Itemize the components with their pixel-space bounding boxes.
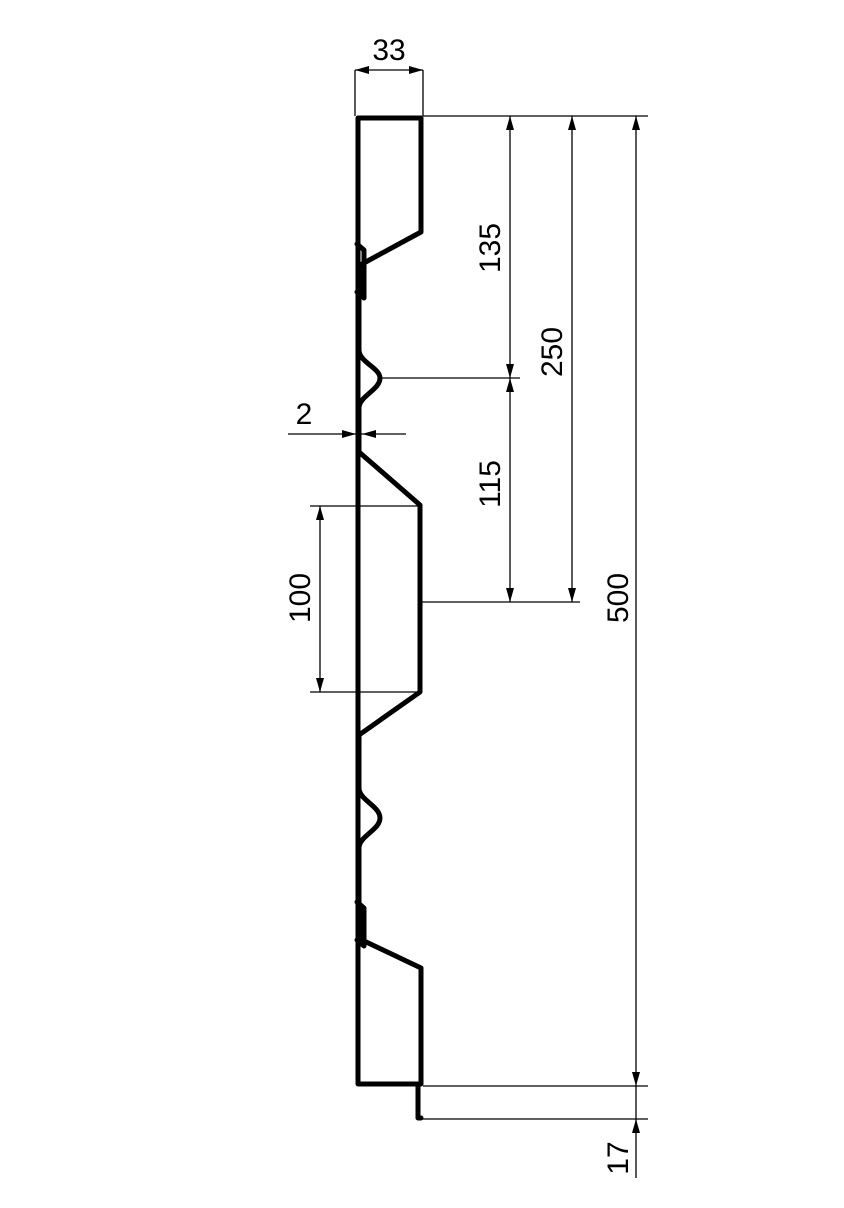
upper-lock-nub	[354, 241, 367, 301]
label-top-width: 33	[372, 34, 405, 67]
label-module: 250	[536, 327, 569, 377]
arrow-top-width-left	[355, 66, 369, 74]
arrow-first-pitch-bottom	[506, 364, 514, 378]
arrow-module-top	[568, 116, 576, 130]
arrow-thickness-right	[362, 430, 376, 438]
label-overlap: 17	[602, 1141, 635, 1174]
label-thickness: 2	[296, 398, 313, 431]
label-total-height: 500	[602, 573, 635, 623]
arrow-flat-height-bottom	[316, 678, 324, 692]
lower-lock-nub	[354, 899, 367, 949]
arrow-second-pitch-bottom	[506, 588, 514, 602]
arrow-thickness-left	[342, 430, 356, 438]
arrow-module-bottom	[568, 588, 576, 602]
arrow-top-width-right	[409, 66, 423, 74]
profile-outline	[355, 115, 424, 1087]
bottom-tail	[415, 1081, 424, 1121]
arrow-total-height-top	[632, 116, 640, 130]
label-second-pitch: 115	[474, 460, 507, 508]
label-flat-height: 100	[284, 573, 317, 623]
arrow-first-pitch-top	[506, 116, 514, 130]
arrow-total-height-bottom	[632, 1072, 640, 1086]
arrow-second-pitch-top	[506, 378, 514, 392]
label-first-pitch: 135	[474, 223, 507, 273]
arrow-flat-height-top	[316, 506, 324, 520]
arrow-overlap	[632, 1119, 640, 1133]
